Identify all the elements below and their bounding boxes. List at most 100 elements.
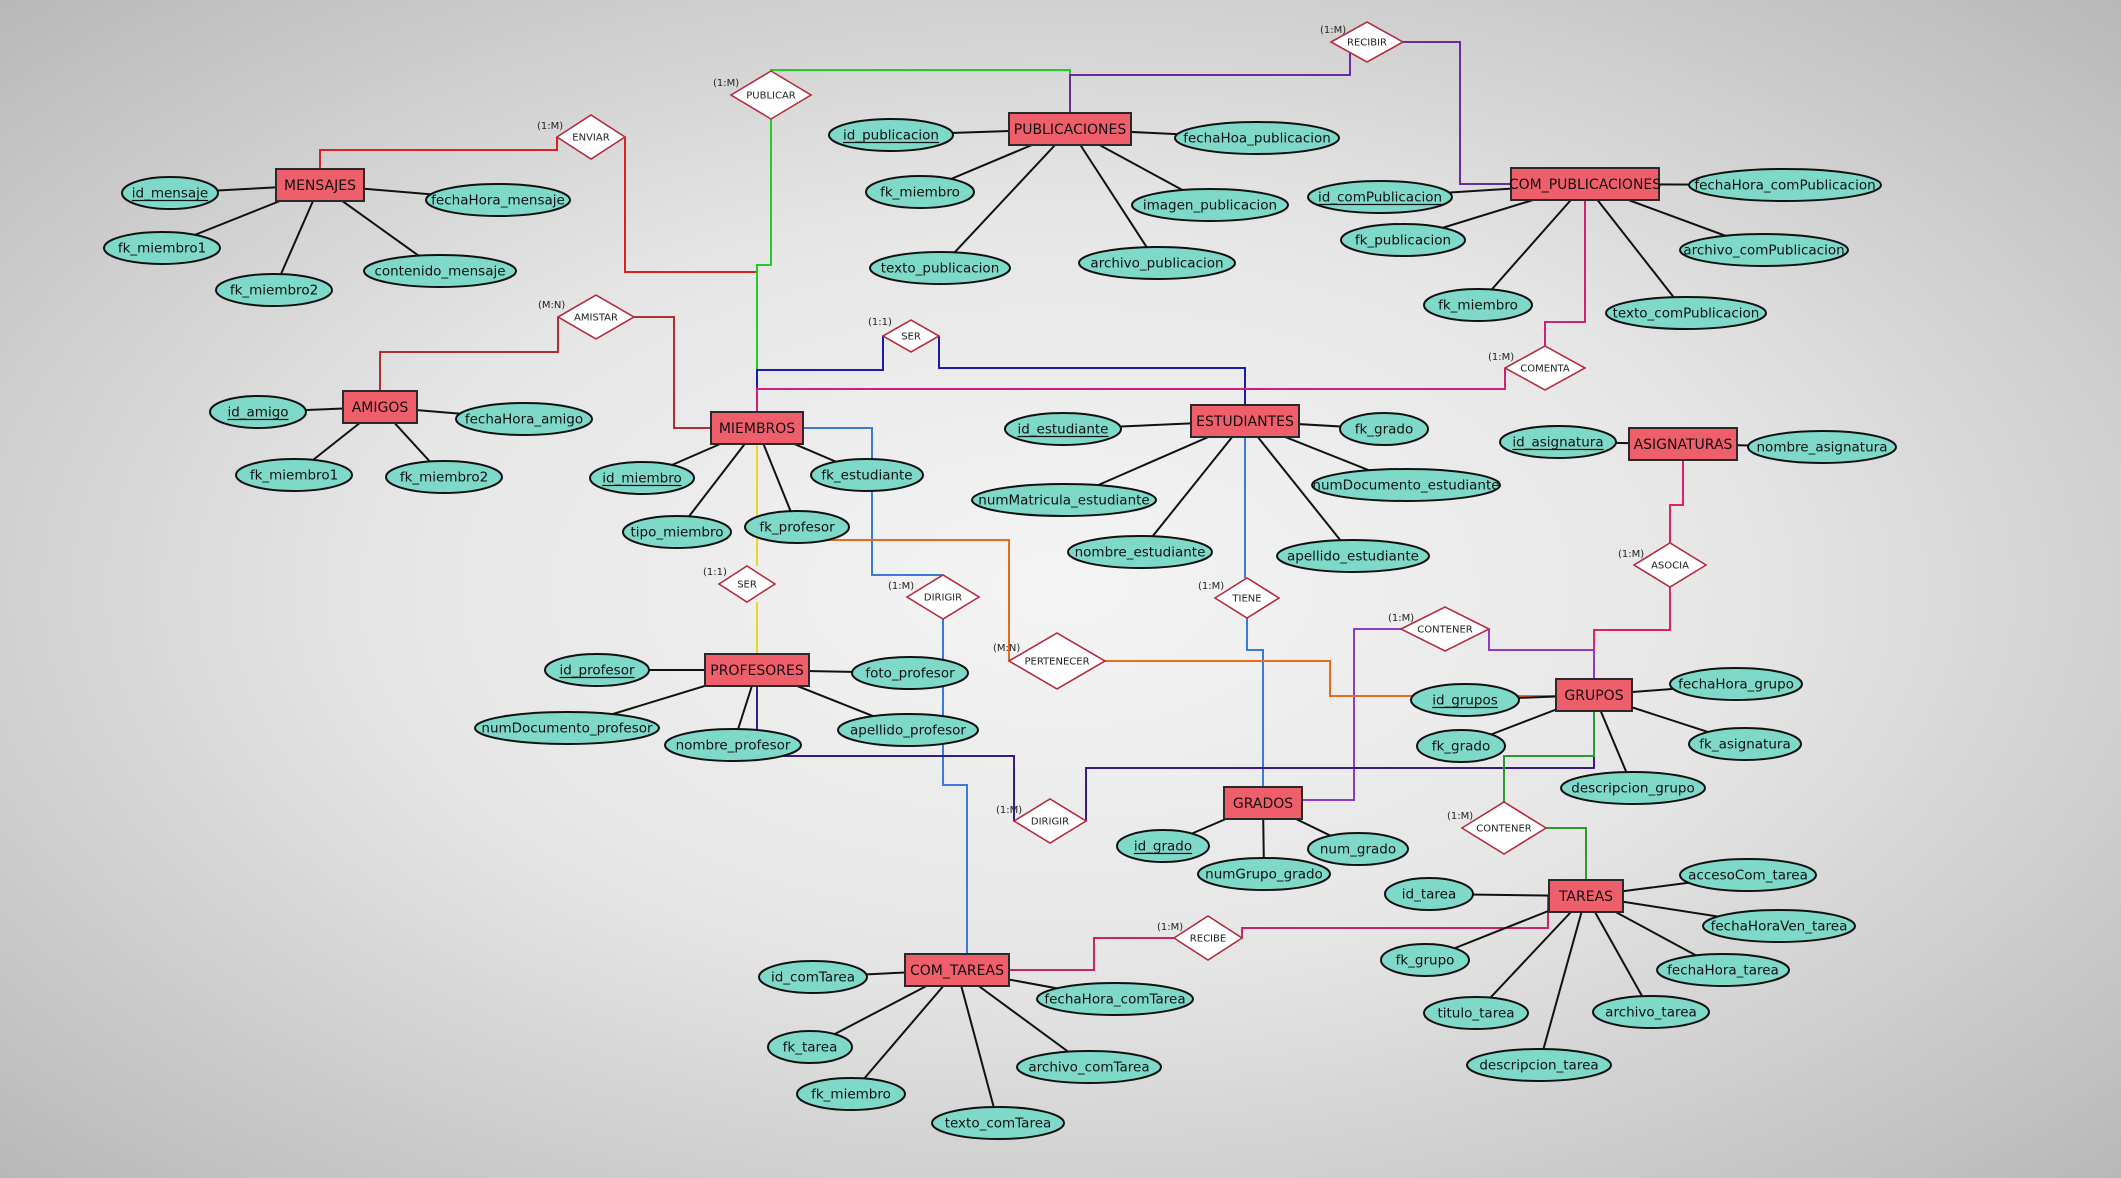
attribute-fk-miembro1-a[interactable]: fk_miembro1: [235, 458, 353, 492]
attribute-id-compublicacion[interactable]: id_comPublicacion: [1307, 180, 1453, 214]
attribute-contenido-mensaje[interactable]: contenido_mensaje: [363, 254, 517, 288]
entity-com-publicaciones[interactable]: COM_PUBLICACIONES: [1509, 167, 1661, 201]
attribute-fk-miembro1-m[interactable]: fk_miembro1: [103, 231, 221, 265]
attribute-fechahora-comtarea[interactable]: fechaHora_comTarea: [1036, 982, 1194, 1016]
attribute-id-estudiante[interactable]: id_estudiante: [1004, 412, 1122, 446]
entity-amigos[interactable]: AMIGOS: [342, 390, 418, 424]
relationship-r-recibe[interactable]: RECIBE: [1172, 915, 1244, 961]
relationship-r-contener-2[interactable]: CONTENER: [1460, 801, 1548, 855]
attribute-texto-comtarea[interactable]: texto_comTarea: [931, 1106, 1065, 1140]
entity-asignaturas[interactable]: ASIGNATURAS: [1628, 427, 1738, 461]
relationship-r-tiene[interactable]: TIENE: [1213, 577, 1281, 619]
attribute-descripcion-tarea[interactable]: descripcion_tarea: [1466, 1048, 1612, 1082]
attribute-apellido-profesor[interactable]: apellido_profesor: [837, 713, 979, 747]
attribute-nummatricula-estudiante[interactable]: numMatricula_estudiante: [971, 483, 1157, 517]
relationship-r-ser-prof[interactable]: SER: [717, 565, 777, 603]
attribute-fk-estudiante[interactable]: fk_estudiante: [810, 458, 924, 492]
entity-estudiantes[interactable]: ESTUDIANTES: [1190, 404, 1300, 438]
attribute-label: fechaHora_mensaje: [431, 193, 565, 209]
attribute-texto-publicacion[interactable]: texto_publicacion: [869, 251, 1011, 285]
attribute-titulo-tarea[interactable]: titulo_tarea: [1423, 996, 1529, 1030]
attribute-descripcion-grupo[interactable]: descripcion_grupo: [1560, 771, 1706, 805]
attribute-ellipse: [1340, 223, 1466, 257]
relationship-r-dirigir-2[interactable]: DIRIGIR: [1012, 798, 1088, 844]
attribute-numdocumento-profesor[interactable]: numDocumento_profesor: [474, 711, 660, 745]
attribute-fk-asignatura[interactable]: fk_asignatura: [1688, 727, 1802, 761]
attribute-label: fk_estudiante: [821, 468, 912, 484]
attribute-fk-miembro-cp[interactable]: fk_miembro: [1423, 288, 1533, 322]
relationship-r-enviar[interactable]: ENVIAR: [555, 114, 627, 160]
attribute-nombre-estudiante[interactable]: nombre_estudiante: [1067, 535, 1213, 569]
attribute-ellipse: [622, 515, 732, 549]
attribute-fechahora-grupo[interactable]: fechaHora_grupo: [1669, 667, 1803, 701]
relationship-r-recibir[interactable]: RECIBIR: [1329, 21, 1405, 63]
attribute-numdocumento-estudiante[interactable]: numDocumento_estudiante: [1311, 468, 1501, 502]
relationship-r-contener-1[interactable]: CONTENER: [1399, 606, 1491, 652]
attribute-tipo-miembro[interactable]: tipo_miembro: [622, 515, 732, 549]
attribute-fechahora-mensaje[interactable]: fechaHora_mensaje: [425, 183, 571, 217]
attribute-id-profesor[interactable]: id_profesor: [544, 653, 650, 687]
attribute-fechahora-tarea[interactable]: fechaHora_tarea: [1656, 953, 1790, 987]
attribute-numgrupo-grado[interactable]: numGrupo_grado: [1197, 857, 1331, 891]
attribute-fechahora-amigo[interactable]: fechaHora_amigo: [455, 402, 593, 436]
attribute-fechahoa-publicacion[interactable]: fechaHoa_publicacion: [1174, 121, 1340, 155]
entity-com-tareas[interactable]: COM_TAREAS: [904, 953, 1010, 987]
attribute-texto-compublicacion[interactable]: texto_comPublicacion: [1605, 296, 1767, 330]
attribute-apellido-estudiante[interactable]: apellido_estudiante: [1276, 539, 1430, 573]
attribute-label: fechaHora_amigo: [465, 412, 583, 428]
attribute-fk-grado-g[interactable]: fk_grado: [1416, 729, 1506, 763]
relationship-r-comenta[interactable]: COMENTA: [1503, 345, 1587, 391]
entity-mensajes[interactable]: MENSAJES: [275, 168, 365, 202]
attribute-id-asignatura[interactable]: id_asignatura: [1499, 425, 1617, 459]
attribute-fk-miembro-ct[interactable]: fk_miembro: [796, 1077, 906, 1111]
entity-miembros[interactable]: MIEMBROS: [710, 411, 804, 445]
attribute-id-publicacion[interactable]: id_publicacion: [828, 118, 954, 152]
attribute-archivo-tarea[interactable]: archivo_tarea: [1592, 995, 1710, 1029]
attribute-id-tarea[interactable]: id_tarea: [1384, 877, 1474, 911]
attribute-archivo-comtarea[interactable]: archivo_comTarea: [1016, 1050, 1162, 1084]
attribute-id-miembro[interactable]: id_miembro: [589, 461, 695, 495]
attribute-nombre-asignatura[interactable]: nombre_asignatura: [1747, 430, 1897, 464]
attribute-fechahora-compublicacion[interactable]: fechaHora_comPublicacion: [1688, 168, 1882, 202]
attribute-fk-miembro2-a[interactable]: fk_miembro2: [385, 460, 503, 494]
r-comenta-connector-2: [756, 368, 1506, 412]
entity-grados[interactable]: GRADOS: [1223, 786, 1303, 820]
attribute-foto-profesor[interactable]: foto_profesor: [851, 656, 969, 690]
attribute-accesocom-tarea[interactable]: accesoCom_tarea: [1679, 858, 1817, 892]
relationship-r-amistar[interactable]: AMISTAR: [556, 294, 636, 340]
attribute-ellipse: [767, 1030, 853, 1064]
attribute-archivo-compublicacion[interactable]: archivo_comPublicacion: [1679, 233, 1849, 267]
attribute-fk-miembro2-m[interactable]: fk_miembro2: [215, 273, 333, 307]
attribute-nombre-profesor[interactable]: nombre_profesor: [664, 728, 802, 762]
entity-profesores[interactable]: PROFESORES: [704, 653, 810, 687]
primary-key-label: id_comPublicacion: [1318, 190, 1442, 206]
attribute-fk-miembro-p[interactable]: fk_miembro: [865, 175, 975, 209]
attribute-id-comtarea[interactable]: id_comTarea: [758, 960, 868, 994]
attribute-fk-publicacion[interactable]: fk_publicacion: [1340, 223, 1466, 257]
attribute-num-grado[interactable]: num_grado: [1307, 832, 1409, 866]
attribute-fechahoraven-tarea[interactable]: fechaHoraVen_tarea: [1702, 909, 1856, 943]
relationship-r-pertenecer[interactable]: PERTENECER: [1007, 632, 1107, 690]
entity-publicaciones[interactable]: PUBLICACIONES: [1008, 112, 1132, 146]
attribute-fk-tarea[interactable]: fk_tarea: [767, 1030, 853, 1064]
attribute-archivo-publicacion[interactable]: archivo_publicacion: [1078, 246, 1236, 280]
relationship-label: AMISTAR: [574, 313, 618, 324]
r-contener-2-connector-2: [1546, 827, 1587, 880]
attribute-ellipse: [1311, 468, 1501, 502]
attribute-fk-grupo[interactable]: fk_grupo: [1380, 943, 1470, 977]
relationship-diamond: [1460, 801, 1548, 855]
entity-grupos[interactable]: GRUPOS: [1555, 678, 1633, 712]
attribute-id-mensaje[interactable]: id_mensaje: [121, 176, 219, 210]
attribute-fk-profesor[interactable]: fk_profesor: [744, 510, 850, 544]
attribute-fk-grado-e[interactable]: fk_grado: [1339, 412, 1429, 446]
r-dirigir-1-connector-2: [942, 619, 968, 954]
relationship-r-dirigir-1[interactable]: DIRIGIR: [905, 574, 981, 620]
attribute-id-grado[interactable]: id_grado: [1116, 829, 1210, 863]
attribute-imagen-publicacion[interactable]: imagen_publicacion: [1131, 188, 1289, 222]
relationship-r-publicar[interactable]: PUBLICAR: [729, 70, 813, 120]
attribute-id-grupos[interactable]: id_grupos: [1410, 683, 1520, 717]
relationship-r-asocia[interactable]: ASOCIA: [1632, 542, 1708, 588]
entity-tareas[interactable]: TAREAS: [1548, 879, 1624, 913]
attribute-id-amigo[interactable]: id_amigo: [209, 395, 307, 429]
relationship-r-ser-est[interactable]: SER: [881, 319, 941, 353]
